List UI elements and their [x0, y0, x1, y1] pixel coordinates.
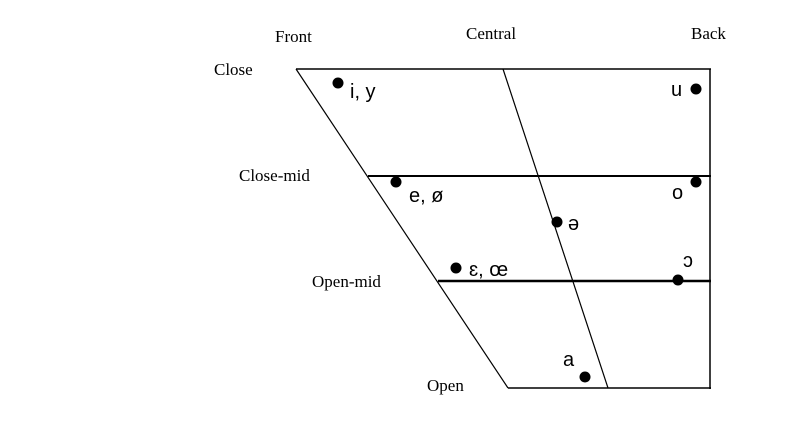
vowel-dot-close-front [332, 77, 344, 89]
vowel-label-close-back: u [671, 79, 682, 101]
vowel-dot-close-mid-front [390, 176, 402, 188]
vowel-label-mid-central: ə [568, 213, 579, 235]
vowel-dot-open-mid-back [672, 274, 684, 286]
vowel-label-close-front: i, y [350, 81, 376, 103]
vowel-dot-close-mid-back [690, 176, 702, 188]
vowel-points: i, y u e, ø o ə ɛ, œ ɔ a [332, 77, 702, 383]
vowel-dot-open-mid-front [450, 262, 462, 274]
row-label-open-mid: Open-mid [312, 272, 381, 291]
vowel-dot-close-back [690, 83, 702, 95]
row-label-close: Close [214, 60, 253, 79]
column-label-central: Central [466, 24, 516, 43]
vowel-dot-open-central [579, 371, 591, 383]
front-line [295, 68, 509, 389]
vowel-label-close-mid-back: o [672, 182, 683, 204]
vowel-label-open-central: a [563, 349, 575, 371]
chart-lines [295, 68, 711, 389]
vowel-dot-mid-central [551, 216, 563, 228]
row-label-open: Open [427, 376, 464, 395]
vowel-label-close-mid-front: e, ø [409, 185, 443, 207]
central-line [502, 68, 609, 389]
vowel-label-open-mid-back: ɔ [683, 250, 693, 272]
column-label-back: Back [691, 24, 726, 43]
vowel-label-open-mid-front: ɛ, œ [469, 259, 508, 281]
column-label-front: Front [275, 27, 312, 46]
row-label-close-mid: Close-mid [239, 166, 310, 185]
